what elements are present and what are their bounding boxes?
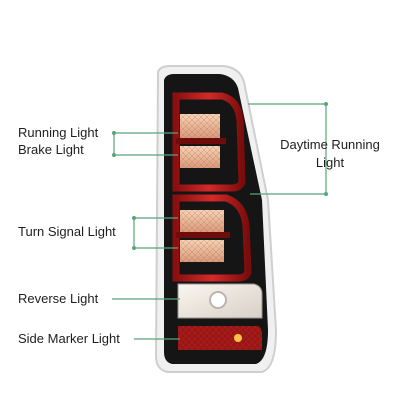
label-turn-signal-light: Turn Signal Light: [18, 224, 116, 239]
label-brake-light: Brake Light: [18, 142, 84, 157]
lower-red-frame: [172, 194, 252, 282]
label-reverse-light: Reverse Light: [18, 291, 99, 306]
label-side-marker-light: Side Marker Light: [18, 331, 120, 346]
side-marker-bulb: [234, 334, 242, 342]
label-daytime-running-line2: Light: [315, 155, 345, 170]
label-running-light: Running Light: [18, 125, 99, 140]
reverse-bulb: [209, 291, 227, 309]
label-daytime-running-line1: Daytime Running: [280, 137, 380, 152]
upper-red-frame: [172, 92, 246, 192]
callout-dots: [112, 102, 328, 250]
callout-lines: [112, 103, 327, 340]
